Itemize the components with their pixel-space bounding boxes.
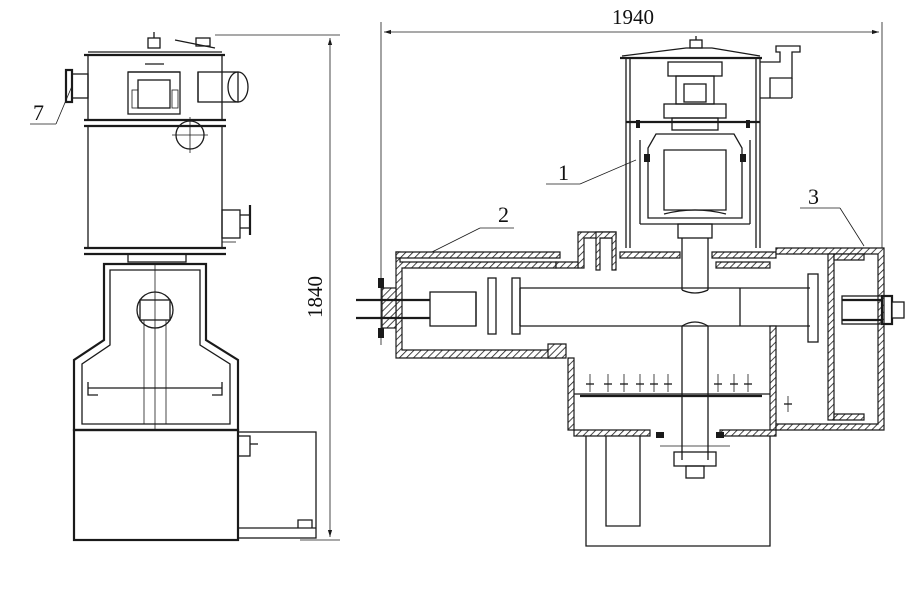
- side-lower-chamber: [72, 262, 240, 432]
- side-vessel-body: [84, 126, 252, 256]
- left-chamber: [356, 251, 567, 359]
- right-chamber: [775, 247, 905, 431]
- height-dimension-label: 1840: [303, 276, 327, 318]
- base-trough: [585, 436, 771, 547]
- callout-7: 7: [30, 85, 73, 125]
- side-base: [72, 428, 317, 542]
- width-dimension-label: 1940: [612, 5, 654, 29]
- callout-3-label: 3: [808, 184, 819, 209]
- callout-3: 3: [800, 184, 865, 247]
- height-dimension: 1840: [215, 34, 340, 541]
- callout-7-label: 7: [33, 100, 44, 125]
- side-view: 7 1840: [30, 32, 340, 542]
- central-body: [519, 231, 810, 479]
- callout-2-label: 2: [498, 202, 509, 227]
- side-top-lid: [84, 32, 225, 57]
- callout-1: 1: [546, 159, 637, 185]
- callout-1-label: 1: [558, 160, 569, 185]
- capacitor-row: [586, 374, 792, 412]
- section-view: 1940: [356, 5, 905, 547]
- side-drive-housing: [64, 55, 249, 120]
- width-dimension: 1940: [380, 5, 883, 345]
- callout-2: 2: [431, 202, 514, 253]
- side-viewport: [172, 117, 208, 153]
- top-drive-assembly: [620, 36, 801, 294]
